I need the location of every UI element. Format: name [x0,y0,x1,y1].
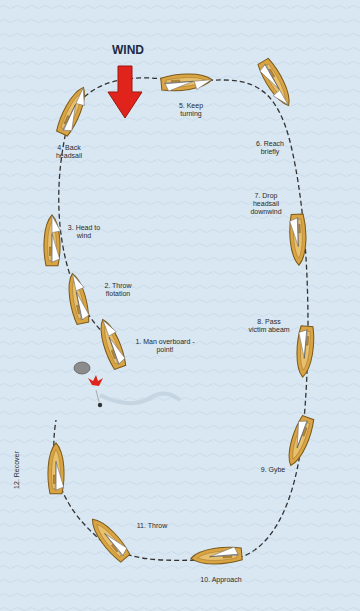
wind-arrow [108,66,142,118]
man-overboard [74,362,180,407]
step-label: 3. Head to wind [66,224,102,240]
boats [44,57,316,566]
step-label: 5. Keep turning [168,102,214,118]
step-label: 9. Gybe [256,466,290,474]
step-label: 1. Man overboard - point! [134,338,196,354]
step-label: 4. Back headsail [46,144,92,160]
step-label: 7. Drop headsail downwind [246,192,286,216]
wind-label: WIND [106,44,150,58]
step-label: 10. Approach [196,576,246,584]
course-line [54,78,308,560]
step-label: 6. Reach briefly [250,140,290,156]
step-label: 8. Pass victim abeam [248,318,290,334]
step-label: 2. Throw flotation [96,282,140,298]
step-label: 11. Throw [134,522,170,530]
step-label: 12. Recover [13,447,21,493]
